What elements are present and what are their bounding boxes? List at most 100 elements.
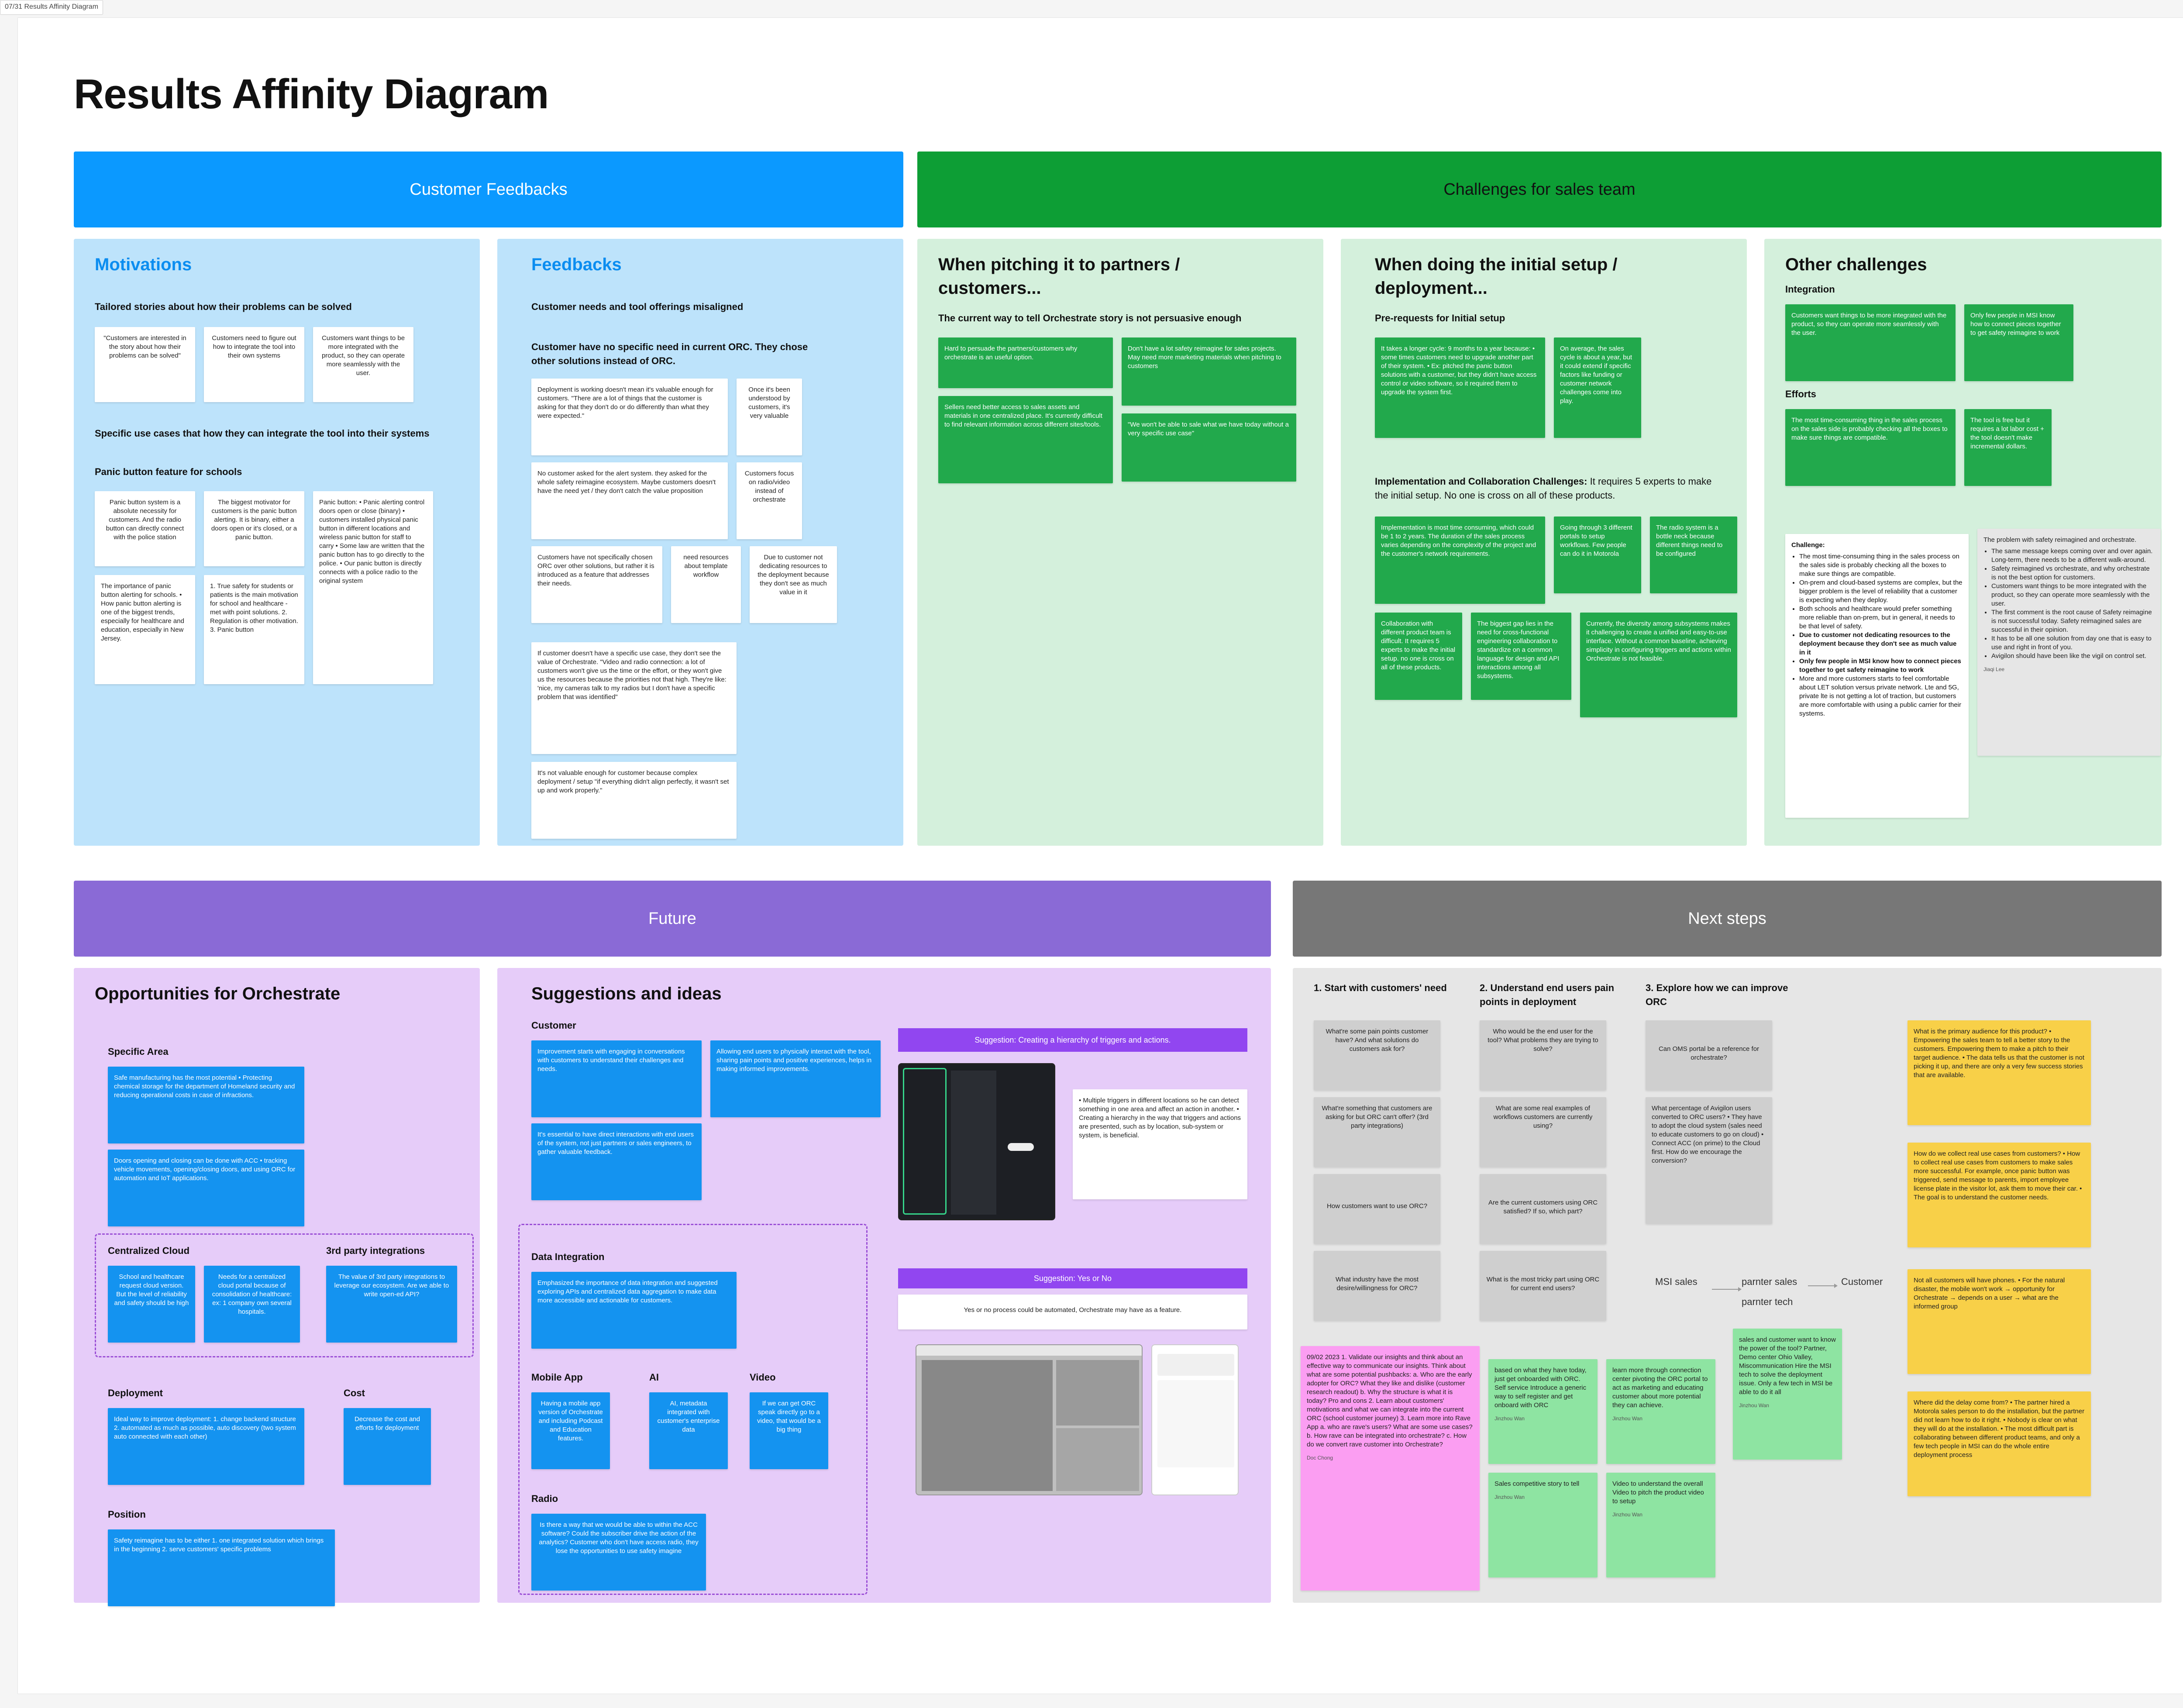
sticky-note[interactable]: Deployment is working doesn't mean it's … [531,379,728,455]
sticky-note[interactable]: Where did the delay come from? • The par… [1908,1391,2091,1496]
sticky-note[interactable]: Video to understand the overall Video to… [1606,1473,1715,1577]
sticky-note[interactable]: Going through 3 different portals to set… [1554,517,1641,593]
sticky-note[interactable]: What is the primary audience for this pr… [1908,1020,2091,1125]
sticky-note[interactable]: The biggest gap lies in the need for cro… [1471,613,1571,700]
sticky-note[interactable]: Yes or no process could be automated, Or… [898,1295,1247,1329]
sticky-note[interactable]: Due to customer not dedicating resources… [750,546,837,623]
meeting-note-text: 09/02 2023 1. Validate our insights and … [1307,1353,1473,1448]
flow-label: parnter sales [1742,1276,1797,1287]
sticky-note[interactable]: AI, metadata integrated with customer's … [649,1392,728,1469]
suggestion-bar: Suggestion: Creating a hierarchy of trig… [898,1028,1247,1052]
third-party-label: 3rd party integrations [326,1245,425,1256]
sticky-note[interactable]: 1. True safety for students or patients … [204,575,304,684]
sticky-note[interactable]: Collaboration with different product tea… [1375,613,1462,700]
sticky-note[interactable]: Improvement starts with engaging in conv… [531,1040,702,1117]
sticky-note[interactable]: Hard to persuade the partners/customers … [938,337,1113,388]
note-author: Jinzhou Wan [1739,1402,1769,1408]
sticky-note[interactable]: "We won't be able to sale what we have t… [1122,413,1296,482]
sticky-note-text: sales and customer want to know the powe… [1739,1336,1836,1396]
sticky-note[interactable]: No customer asked for the alert system. … [531,462,728,539]
sticky-note[interactable]: The radio system is a bottle neck becaus… [1650,517,1737,593]
note-author: Jiaqi Lee [1983,666,2005,672]
sticky-note[interactable]: Who would be the end user for the tool? … [1480,1020,1606,1090]
sticky-note[interactable]: What're some pain points customer have? … [1314,1020,1440,1090]
sticky-note[interactable]: Is there a way that we would be able to … [531,1514,706,1591]
setup-panel: When doing the initial setup / deploymen… [1341,239,1747,846]
problem-title: The problem with safety reimagined and o… [1983,536,2137,544]
other-title: Other challenges [1785,255,1927,274]
deployment-label: Deployment [108,1388,163,1398]
sticky-note[interactable]: The most time-consuming thing in the sal… [1785,409,1956,486]
sticky-note[interactable]: The value of 3rd party integrations to l… [326,1266,457,1343]
problem-note[interactable]: The problem with safety reimagined and o… [1977,529,2161,756]
sticky-note[interactable]: Are the current customers using ORC sati… [1480,1174,1606,1244]
sticky-note[interactable]: Only few people in MSI know how to conne… [1964,304,2073,381]
sticky-note[interactable]: What are some real examples of workflows… [1480,1097,1606,1167]
meeting-note[interactable]: 09/02 2023 1. Validate our insights and … [1301,1346,1480,1591]
sticky-note[interactable]: What percentage of Avigilon users conver… [1646,1097,1772,1224]
sticky-note[interactable]: Currently, the diversity among subsystem… [1580,613,1737,717]
sticky-note[interactable]: Safety reimagine has to be either 1. one… [108,1529,335,1606]
sticky-note[interactable]: How do we collect real use cases from cu… [1908,1143,2091,1247]
sticky-note[interactable]: School and healthcare request cloud vers… [108,1266,195,1343]
sticky-note[interactable]: Can OMS portal be a reference for orches… [1646,1020,1772,1090]
sticky-note[interactable]: Emphasized the importance of data integr… [531,1272,737,1349]
sticky-note[interactable]: Sellers need better access to sales asse… [938,396,1113,483]
sticky-note[interactable]: Needs for a centralized cloud portal bec… [204,1266,300,1343]
sticky-note[interactable]: It takes a longer cycle: 9 months to a y… [1375,337,1545,438]
sticky-note[interactable]: What industry have the most desire/willi… [1314,1251,1440,1321]
opportunities-panel: Opportunities for Orchestrate Specific A… [74,968,480,1606]
sticky-note[interactable]: learn more through connection center piv… [1606,1359,1715,1464]
future-header: Future [74,881,1271,957]
problem-item: Avigilon should have been like the vigil… [1991,652,2155,661]
sticky-note[interactable]: Customers want things to be more integra… [313,327,413,402]
sticky-note[interactable]: What is the most tricky part using ORC f… [1480,1251,1606,1321]
sticky-note[interactable]: sales and customer want to know the powe… [1733,1329,1842,1460]
setup-sub1: Pre-requests for Initial setup [1375,313,1505,324]
sticky-note[interactable]: Customers need to figure out how to inte… [204,327,304,402]
sticky-note[interactable]: Panic button system is a absolute necess… [95,491,195,566]
sticky-note[interactable]: Customers want things to be more integra… [1785,304,1956,381]
flow-label: parnter tech [1742,1296,1793,1307]
sticky-note[interactable]: "Customers are interested in the story a… [95,327,195,402]
challenge-title: Challenge: [1791,541,1825,549]
challenge-list: The most time-consuming thing in the sal… [1791,552,1963,718]
sticky-note[interactable]: The importance of panic button alerting … [95,575,195,684]
sticky-note[interactable]: Ideal way to improve deployment: 1. chan… [108,1408,304,1485]
problem-item: It has to be all one solution from day o… [1991,634,2155,652]
toggle-pill [1008,1143,1034,1151]
sticky-note[interactable]: If we can get ORC speak directly go to a… [750,1392,828,1469]
sticky-note[interactable]: How customers want to use ORC? [1314,1174,1440,1244]
sticky-note[interactable]: Don't have a lot safety reimagine for sa… [1122,337,1296,406]
sticky-note[interactable]: need resources about template workflow [671,546,741,623]
sticky-note[interactable]: Doors opening and closing can be done wi… [108,1150,304,1226]
sticky-note[interactable]: Once it's been understood by customers, … [737,379,802,455]
pitching-panel: When pitching it to partners / customers… [917,239,1323,846]
challenge-item: Due to customer not dedicating resources… [1799,631,1963,657]
sticky-note[interactable]: Customers focus on radio/video instead o… [737,462,802,539]
sticky-note[interactable]: Decrease the cost and efforts for deploy… [344,1408,431,1485]
sticky-note[interactable]: Customers have not specifically chosen O… [531,546,662,623]
sticky-note[interactable]: The biggest motivator for customers is t… [204,491,304,566]
sticky-note[interactable]: Sales competitive story to tell Jinzhou … [1488,1473,1598,1577]
sticky-note[interactable]: On average, the sales cycle is about a y… [1554,337,1641,438]
sticky-note[interactable]: based on what they have today, just get … [1488,1359,1598,1464]
sticky-note[interactable]: Safe manufacturing has the most potentia… [108,1067,304,1143]
sticky-note[interactable]: What're something that customers are ask… [1314,1097,1440,1167]
sticky-note[interactable]: Not all customers will have phones. • Fo… [1908,1269,2091,1374]
sticky-note[interactable]: Allowing end users to physically interac… [710,1040,881,1117]
sticky-note[interactable]: Implementation is most time consuming, w… [1375,517,1545,604]
challenge-note[interactable]: Challenge: The most time-consuming thing… [1785,534,1969,818]
sticky-note[interactable]: Having a mobile app version of Orchestra… [531,1392,610,1469]
sticky-note[interactable]: Panic button: • Panic alerting control d… [313,491,433,684]
sticky-note[interactable]: If customer doesn't have a specific use … [531,642,737,754]
sticky-note[interactable]: • Multiple triggers in different locatio… [1073,1089,1247,1199]
frame-tag[interactable]: 07/31 Results Affinity Diagram [0,0,103,15]
sticky-note[interactable]: It's not valuable enough for customer be… [531,762,737,839]
sticky-note[interactable]: It's essential to have direct interactio… [531,1123,702,1200]
motivations-sub3: Panic button feature for schools [95,466,242,477]
mobile-screenshot [1151,1344,1239,1495]
sticky-note[interactable]: The tool is free but it requires a lot l… [1964,409,2052,486]
note-author: Jinzhou Wan [1612,1415,1642,1422]
other-sub1: Integration [1785,284,1835,295]
